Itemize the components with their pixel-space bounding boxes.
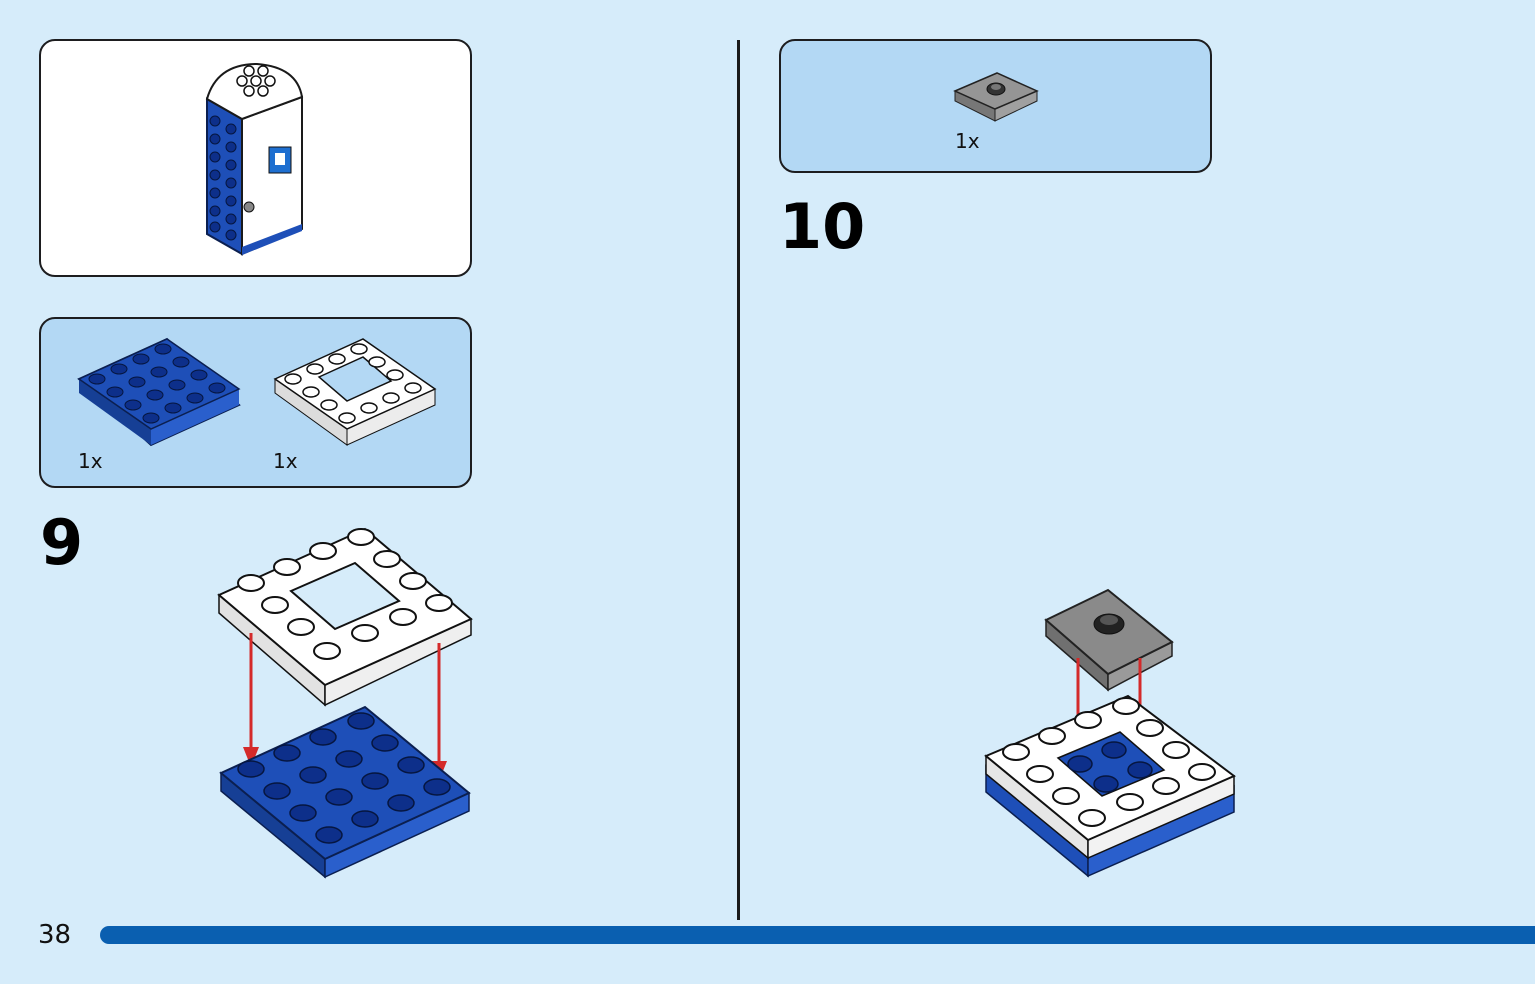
parts-panel-step-10: 1x (779, 39, 1212, 173)
progress-bar (100, 926, 1535, 944)
parts-panel-step-9: 1x 1x (39, 317, 472, 488)
page-divider (737, 40, 740, 920)
step-number: 10 (779, 190, 866, 263)
step-9-assembly-illustration (217, 527, 473, 879)
portable-toilet-model-icon (205, 62, 304, 256)
gray-2x2-jumper-plate-icon (953, 72, 1039, 122)
step-10-assembly-illustration (984, 588, 1236, 878)
blue-4x4-plate-icon (77, 337, 241, 447)
preview-panel (39, 39, 472, 277)
page-number: 38 (38, 920, 72, 950)
part-quantity: 1x (955, 129, 980, 153)
part-quantity: 1x (78, 449, 103, 473)
step-number: 9 (40, 506, 84, 579)
part-quantity: 1x (273, 449, 298, 473)
white-4x4-frame-plate-icon (273, 338, 437, 446)
